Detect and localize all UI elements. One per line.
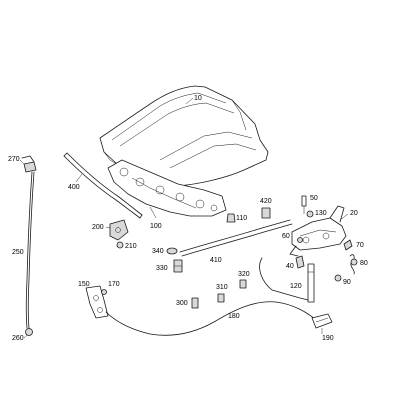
callout-prop-holder: 270 <box>8 156 20 163</box>
prop-clip[interactable] <box>25 328 33 336</box>
callout-release-lever: 150 <box>78 281 90 288</box>
lock-clip[interactable] <box>295 255 305 269</box>
callout-clip-340: 340 <box>152 248 164 255</box>
cable-120[interactable] <box>259 257 315 303</box>
callout-nut-170: 170 <box>108 281 120 288</box>
release-cable[interactable] <box>105 301 319 336</box>
callout-hood-lock: 20 <box>350 210 358 217</box>
callout-bolt-70: 70 <box>356 242 364 249</box>
callout-nut-upper: 50 <box>310 195 318 202</box>
callout-prop-clip: 260 <box>12 335 24 342</box>
callout-bracket: 200 <box>92 224 104 231</box>
clip-300[interactable] <box>191 297 199 309</box>
hood-lock[interactable] <box>289 205 347 257</box>
nut-90[interactable] <box>334 274 342 282</box>
clip-330[interactable] <box>173 259 183 273</box>
prop-rod[interactable] <box>25 171 35 329</box>
callout-nut-130: 130 <box>315 210 327 217</box>
callout-screw-60: 60 <box>282 233 290 240</box>
callout-nut-90: 90 <box>343 279 351 286</box>
clip-420[interactable] <box>261 207 271 219</box>
callout-hood: 10 <box>194 95 202 102</box>
callout-lock-spring: 80 <box>360 260 368 267</box>
bracket[interactable] <box>109 219 129 241</box>
callout-release-cable: 180 <box>228 313 240 320</box>
release-lever[interactable] <box>85 285 109 319</box>
callout-clip-110: 110 <box>236 215 247 222</box>
prop-holder-leader <box>19 159 25 165</box>
release-handle[interactable] <box>311 313 333 329</box>
prop-holder[interactable] <box>21 155 37 173</box>
callout-handle: 190 <box>322 335 334 342</box>
callout-prop-rod: 250 <box>12 249 24 256</box>
callout-lock-clip-40: 40 <box>286 263 294 270</box>
hood-leader <box>185 97 194 105</box>
hood[interactable] <box>99 85 269 187</box>
clip-310[interactable] <box>217 293 225 303</box>
cable-guide[interactable] <box>179 219 293 257</box>
clip-340[interactable] <box>166 247 178 255</box>
clip-110[interactable] <box>226 213 236 223</box>
nut-130[interactable] <box>306 210 314 218</box>
bracket-leader <box>105 226 111 229</box>
callout-hood-seal: 400 <box>68 184 80 191</box>
callout-cable-guide: 410 <box>210 257 222 264</box>
hood-seal-leader <box>75 173 83 183</box>
insulation-mat-leader <box>149 206 157 219</box>
hood-seal[interactable] <box>63 152 143 219</box>
callout-clip-420: 420 <box>260 198 272 205</box>
insulation-mat[interactable] <box>107 159 227 217</box>
callout-cable-120: 120 <box>290 283 302 290</box>
lock-spring[interactable] <box>349 254 358 275</box>
nut-210[interactable] <box>116 241 124 249</box>
callout-clip-300: 300 <box>176 300 188 307</box>
callout-nut-210: 210 <box>125 243 137 250</box>
prop-clip-leader <box>23 334 28 339</box>
callout-clip-310: 310 <box>216 284 228 291</box>
hood-lock-leader <box>339 213 349 221</box>
callout-clip-330: 330 <box>156 265 168 272</box>
callout-insulation-mat: 100 <box>150 223 162 230</box>
callout-clip-320: 320 <box>238 271 250 278</box>
screw-50[interactable] <box>301 195 307 214</box>
nut-170[interactable] <box>101 289 107 295</box>
screw-60[interactable] <box>297 237 303 243</box>
clip-320[interactable] <box>239 279 247 289</box>
bolt-70[interactable] <box>343 239 353 251</box>
